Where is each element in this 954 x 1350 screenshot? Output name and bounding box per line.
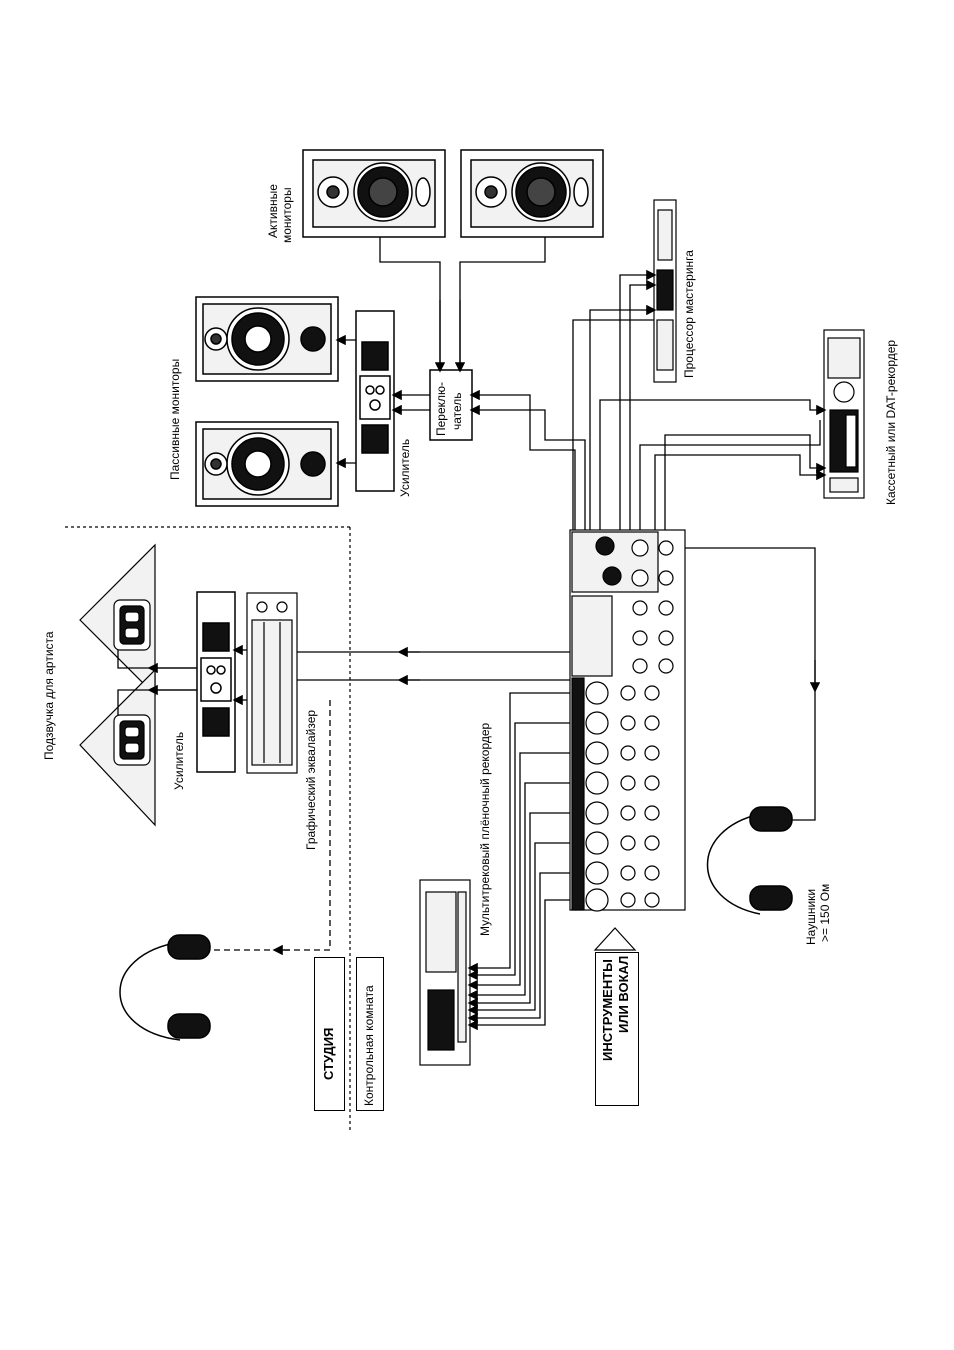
active-monitor-right <box>460 149 604 238</box>
label-passive-monitors: Пассивные мониторы <box>168 358 182 480</box>
label-amplifier-left: Усилитель <box>172 731 186 790</box>
passive-monitor-top <box>195 296 339 382</box>
artist-wedge-top <box>79 543 156 697</box>
mixer <box>569 529 686 912</box>
label-switcher-1: Переклю- <box>434 381 448 436</box>
mastering-processor <box>653 199 677 383</box>
passive-monitor-bottom <box>195 421 339 507</box>
label-multitrack: Мультитрековый плёночный рекордер <box>478 722 492 936</box>
label-studio: СТУДИЯ <box>321 1027 336 1080</box>
label-headphones-2: >= 150 Ом <box>818 883 832 942</box>
graphic-equalizer <box>246 592 298 774</box>
label-cassette-dat: Кассетный или DAT-рекордер <box>884 339 898 505</box>
wires <box>117 237 827 1031</box>
control-room-box: Контрольная комната <box>356 957 384 1111</box>
label-artist-monitor: Подзвучка для артиста <box>42 631 56 760</box>
headphones-control-room <box>706 806 793 915</box>
label-mastering-processor: Процессор мастеринга <box>682 250 696 378</box>
label-graphic-eq: Графический эквалайзер <box>304 709 318 850</box>
instruments-box: ИНСТРУМЕНТЫ ИЛИ ВОКАЛ <box>595 952 639 1106</box>
studio-box: СТУДИЯ <box>314 957 345 1111</box>
cassette-dat-recorder <box>823 329 865 499</box>
room-divider <box>65 526 351 1130</box>
amplifier-right <box>355 310 395 492</box>
label-instruments-1: ИНСТРУМЕНТЫ <box>600 959 615 1061</box>
label-amplifier-right: Усилитель <box>398 438 412 497</box>
label-control-room: Контрольная комната <box>362 985 376 1106</box>
label-instruments-2: ИЛИ ВОКАЛ <box>616 955 631 1033</box>
artist-wedge-bottom <box>79 668 156 827</box>
label-headphones-1: Наушники <box>804 888 818 945</box>
instruments-arrow <box>593 927 637 951</box>
multitrack-recorder <box>419 879 471 1066</box>
label-switcher-2: чатель <box>450 392 464 430</box>
label-active-monitors-2: мониторы <box>280 187 294 243</box>
switcher-box <box>429 369 473 441</box>
amplifier-left <box>196 591 236 773</box>
headphones-studio <box>119 934 211 1041</box>
active-monitor-left <box>302 149 446 238</box>
label-active-monitors-1: Активные <box>266 184 280 238</box>
